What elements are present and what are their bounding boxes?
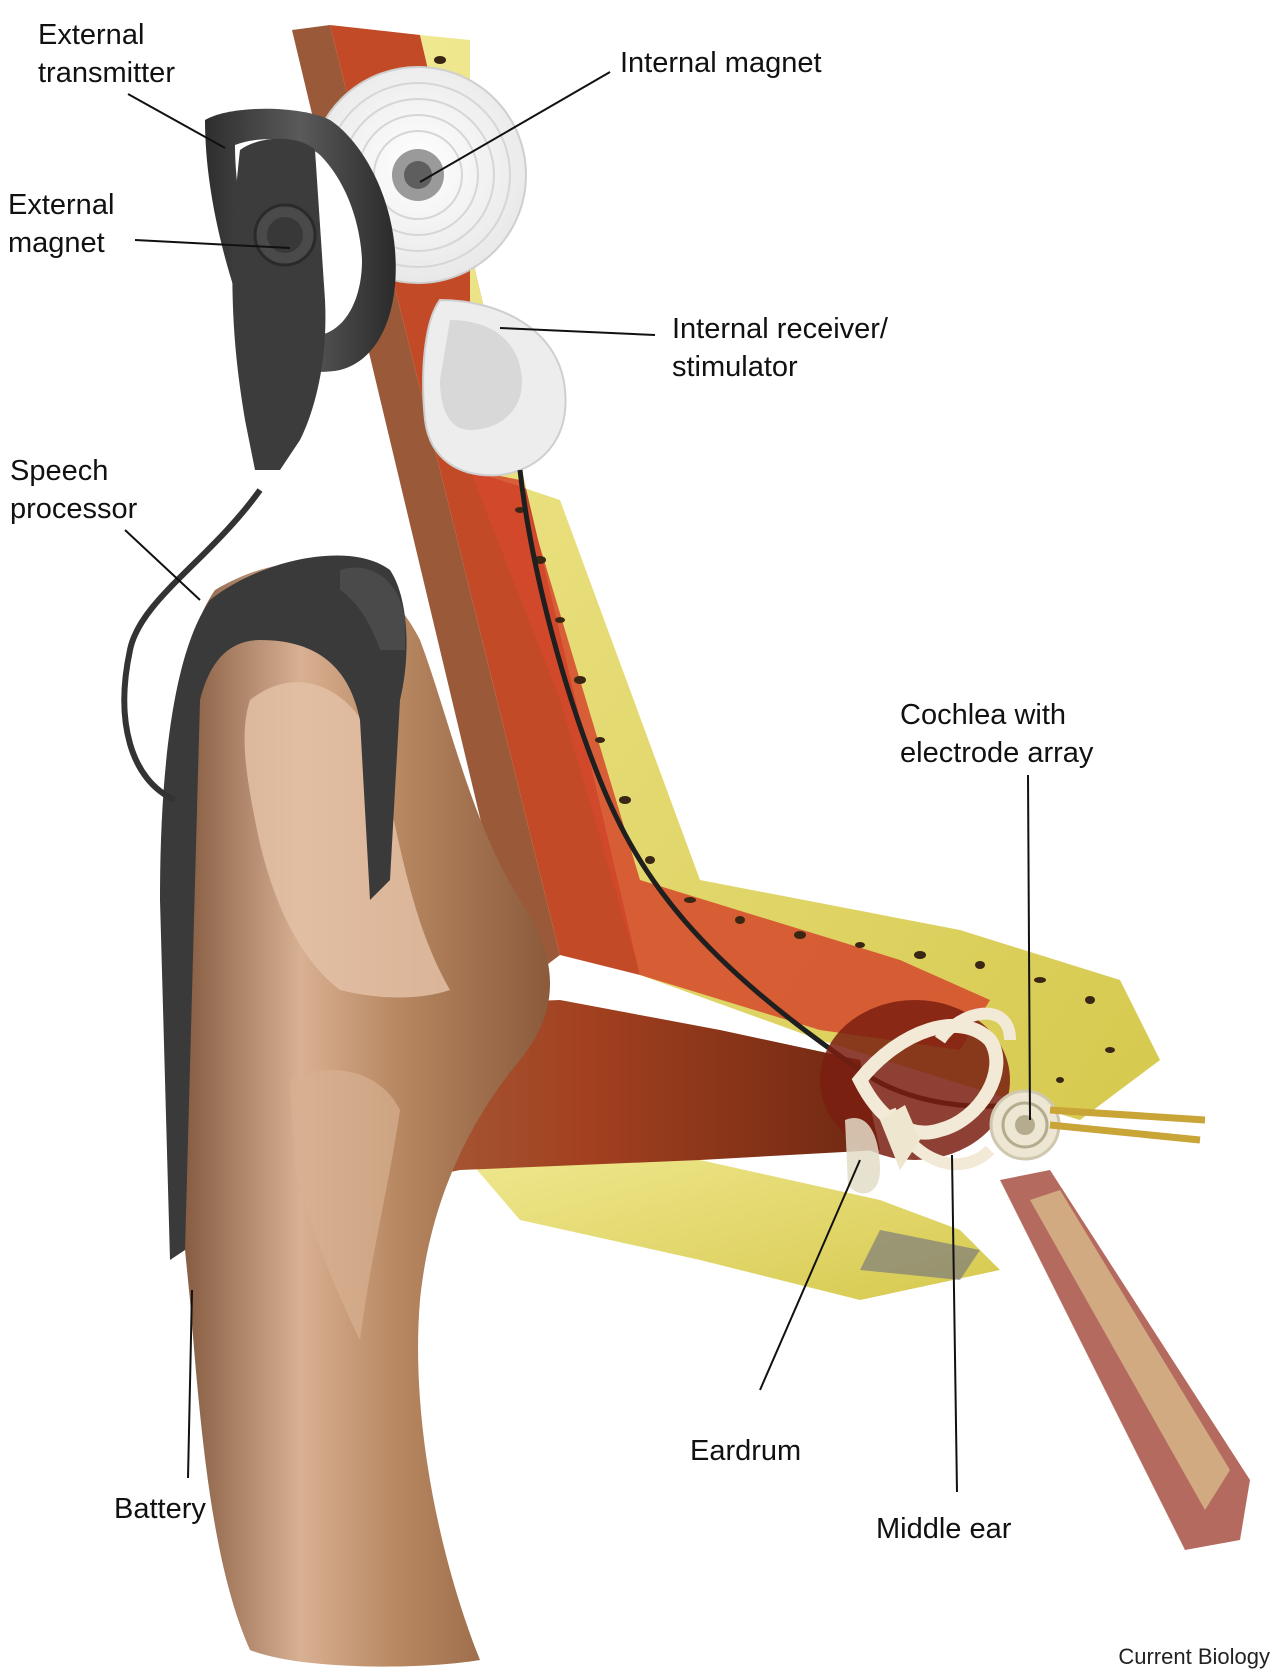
label-eardrum: Eardrum <box>690 1432 801 1470</box>
external-transmitter <box>205 108 396 470</box>
label-line: transmitter <box>38 57 175 89</box>
label-line: processor <box>10 493 138 525</box>
credit-text: Current Biology <box>1118 1644 1270 1669</box>
inner-ear <box>820 1000 1206 1194</box>
label-external-transmitter: External transmitter <box>38 16 175 92</box>
processor-housing <box>232 138 326 470</box>
label-middle-ear: Middle ear <box>876 1510 1011 1548</box>
label-internal-receiver: Internal receiver/ stimulator <box>672 310 888 386</box>
leader-cochlea <box>1027 774 1031 1121</box>
label-line: Internal receiver/ <box>672 313 888 345</box>
label-line: Eardrum <box>690 1435 802 1467</box>
leader-internal-magnet <box>419 71 611 183</box>
leader-external-magnet <box>134 239 291 249</box>
label-line: Battery <box>114 1493 206 1525</box>
label-line: stimulator <box>672 351 798 383</box>
label-line: electrode array <box>900 737 1094 769</box>
label-line: Speech <box>10 455 109 487</box>
label-line: Cochlea with <box>900 699 1067 731</box>
label-line: Internal magnet <box>620 47 822 79</box>
label-line: External <box>8 189 115 221</box>
leader-eardrum <box>759 1159 861 1391</box>
label-line: External <box>38 19 145 51</box>
label-line: magnet <box>8 227 105 259</box>
auricle <box>166 562 551 1667</box>
leader-middle-ear <box>951 1154 958 1493</box>
leader-speech-processor <box>124 529 201 601</box>
label-speech-processor: Speech processor <box>10 452 137 528</box>
label-battery: Battery <box>114 1490 206 1528</box>
leader-internal-receiver <box>499 327 656 336</box>
leader-lines <box>124 71 1031 1493</box>
label-internal-magnet: Internal magnet <box>620 44 822 82</box>
speech-processor <box>121 488 407 1260</box>
tube-lining <box>1030 1190 1230 1510</box>
label-cochlea: Cochlea with electrode array <box>900 696 1093 772</box>
label-external-magnet: External magnet <box>8 186 114 262</box>
label-line: Middle ear <box>876 1513 1012 1545</box>
leader-external-transmitter <box>127 93 226 149</box>
leader-battery <box>187 1289 193 1479</box>
canal-floor <box>460 1150 1000 1300</box>
